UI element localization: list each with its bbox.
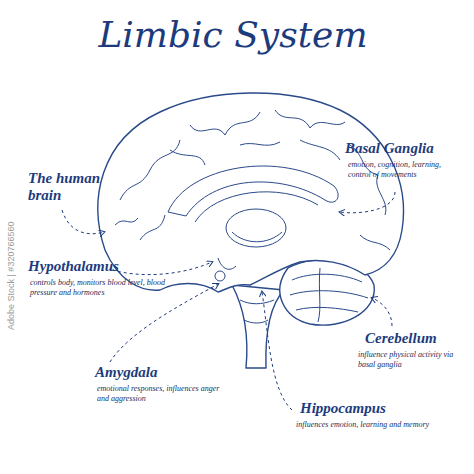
diagram-title: Limbic System: [0, 14, 470, 55]
part-name: Amygdala: [95, 364, 215, 381]
leader-line: [62, 210, 104, 234]
part-description: controls body, monitors blood level, blo…: [30, 278, 180, 298]
part-description: influence physical activity via basal ga…: [358, 350, 468, 370]
part-name: Hypothalamus: [28, 258, 148, 275]
leader-line: [340, 192, 395, 213]
part-description: emotional responses, influences anger an…: [97, 384, 227, 404]
leader-line: [110, 284, 218, 362]
part-name: Hippocampus: [300, 400, 430, 417]
watermark: Adobe Stock | #320766560: [6, 222, 16, 330]
part-name: Basal Ganglia: [345, 140, 465, 157]
part-description: emotion, cognition, learning, control of…: [348, 160, 458, 180]
leader-line: [262, 292, 292, 410]
leader-line: [372, 298, 392, 326]
part-name: The human brain: [28, 170, 123, 204]
leader-line: [112, 262, 212, 275]
part-name: Cerebellum: [365, 330, 470, 347]
part-description: influences emotion, learning and memory: [296, 420, 466, 430]
